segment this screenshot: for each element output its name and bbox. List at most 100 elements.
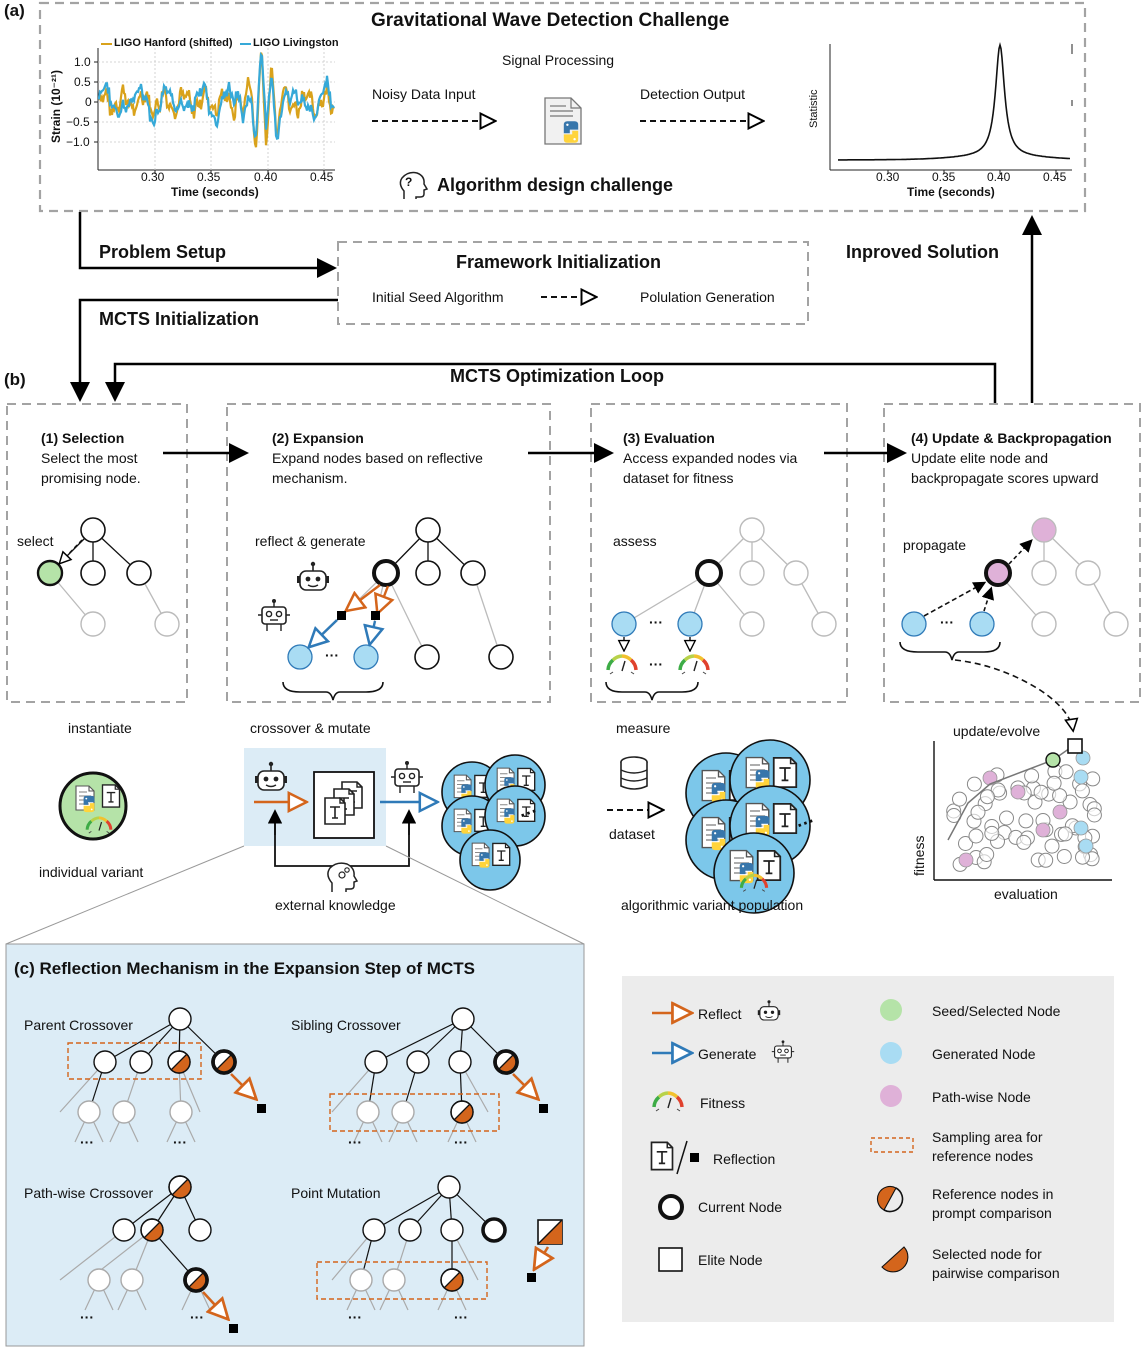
tree-node: [93, 1050, 117, 1074]
c-ellipsis-2: ···: [173, 1134, 187, 1150]
strain-ytick-1: 1.0: [74, 55, 91, 69]
challenge-title: Gravitational Wave Detection Challenge: [371, 10, 730, 31]
step3-ellipsis-2: ···: [649, 656, 663, 672]
fitness-scatter: [933, 738, 1112, 881]
legend-pathwise: Path-wise Node: [932, 1089, 1031, 1105]
improved-solution-label: Inproved Solution: [846, 242, 999, 262]
scatter-point-generated: [1075, 750, 1091, 766]
tree-node: [188, 1218, 212, 1242]
stat-xtick-4: 0.45: [1043, 170, 1067, 184]
robot-icon: [296, 560, 330, 591]
parent-crossover-label: Parent Crossover: [24, 1017, 133, 1033]
problem-setup-label: Problem Setup: [99, 242, 227, 262]
legend-current: Current Node: [698, 1199, 783, 1215]
step1-line1: Select the most: [41, 450, 138, 466]
stat-xtick-2: 0.35: [932, 170, 956, 184]
tree-node-half: [444, 1272, 464, 1292]
strain-xtick-4: 0.45: [310, 170, 334, 184]
scatter-point: [1038, 852, 1054, 868]
backprop-box: [883, 403, 1141, 703]
scatter-point: [970, 804, 986, 820]
tree-node-half: [454, 1104, 474, 1124]
step2-tag: reflect & generate: [255, 533, 366, 549]
scatter-point: [1052, 788, 1068, 804]
scatter-point-pathwise: [1035, 822, 1051, 838]
tree-node: [112, 1218, 136, 1242]
step3-title: (3) Evaluation: [623, 430, 715, 446]
tree-node: [168, 1007, 192, 1031]
expansion-tree: [257, 517, 514, 701]
scatter-point-pathwise: [1010, 784, 1026, 800]
step3-line2: dataset for fitness: [623, 470, 734, 486]
tree-node: [451, 1007, 475, 1031]
legend-elite: Elite Node: [698, 1252, 763, 1268]
tree-node: [349, 1268, 373, 1292]
sampling-area: [316, 1261, 488, 1300]
scatter-point: [1057, 826, 1073, 842]
tree-node: [398, 1218, 422, 1242]
pathwise-crossover-label: Path-wise Crossover: [24, 1185, 154, 1201]
step2-title: (2) Expansion: [272, 430, 364, 446]
scatter-point: [1016, 834, 1032, 850]
scatter-point: [1074, 783, 1090, 799]
stat-xtick-1: 0.30: [876, 170, 900, 184]
statistic-ylabel: Statistic: [808, 89, 820, 128]
step3-ellipsis-1: ···: [649, 614, 663, 630]
framework-title: Framework Initialization: [456, 252, 662, 272]
current-node: [372, 559, 400, 587]
strain-xtick-2: 0.35: [197, 170, 221, 184]
scatter-point: [984, 825, 1000, 841]
sibling-crossover-label: Sibling Crossover: [291, 1017, 401, 1033]
strain-plot: [94, 43, 335, 174]
hanford-series: [98, 52, 335, 148]
legend-selected-2: pairwise comparison: [932, 1265, 1060, 1281]
question-head-icon: [399, 171, 429, 199]
tree-node: [129, 1050, 153, 1074]
mcts-loop-arrow: [105, 362, 997, 403]
scatter-point: [1058, 764, 1074, 780]
tree-node-half: [171, 1054, 191, 1074]
tree-node: [448, 1050, 472, 1074]
strain-xtick-3: 0.40: [254, 170, 278, 184]
database-icon: [620, 756, 648, 790]
measure-label: measure: [616, 720, 671, 736]
knowledge-head-icon: [327, 862, 359, 892]
legend-reflection: Reflection: [713, 1151, 776, 1167]
crossover-mutate-label: crossover & mutate: [250, 720, 371, 736]
step1-tag: select: [17, 533, 54, 549]
legend-graphics: [650, 999, 914, 1273]
step1-line2: promising node.: [41, 470, 141, 486]
strain-ytick-3: 0: [85, 95, 92, 109]
scatter-point: [1024, 768, 1040, 784]
tree-node: [382, 1268, 406, 1292]
strain-ytick-2: 0.5: [74, 75, 91, 89]
step2-ellipsis: ···: [325, 647, 339, 663]
individual-variant-icon: [58, 771, 128, 841]
signal-processing-label: Signal Processing: [502, 52, 615, 68]
variant-population-large: [685, 739, 811, 914]
population-generation-label: Polulation Generation: [640, 289, 775, 305]
scatter-point: [952, 791, 967, 807]
step1-title: (1) Selection: [41, 430, 125, 446]
scatter-point: [966, 776, 982, 792]
noisy-input-label: Noisy Data Input: [372, 86, 476, 102]
c-ellipsis-8: ···: [454, 1309, 468, 1325]
scatter-point-pathwise: [982, 770, 998, 786]
mcts-init-arrow: [70, 298, 338, 402]
sampling-area: [329, 1093, 500, 1132]
selection-box: [6, 403, 188, 703]
detection-output-label: Detection Output: [640, 86, 746, 102]
tree-node-half: [216, 1054, 236, 1074]
legend-reference-1: Reference nodes in: [932, 1186, 1054, 1202]
scatter-point: [999, 810, 1014, 826]
step2-line1: Expand nodes based on reflective: [272, 450, 483, 466]
legend-generated: Generated Node: [932, 1046, 1036, 1062]
legend-generate: Generate: [698, 1046, 757, 1062]
tree-node-half: [498, 1054, 518, 1074]
external-knowledge-label: external knowledge: [275, 897, 396, 913]
expansion-box: [226, 403, 551, 703]
scatter-point: [1018, 813, 1034, 829]
c-ellipsis-7: ···: [348, 1309, 362, 1325]
step4-tag: propagate: [903, 537, 967, 553]
variant-circle: [459, 829, 521, 891]
